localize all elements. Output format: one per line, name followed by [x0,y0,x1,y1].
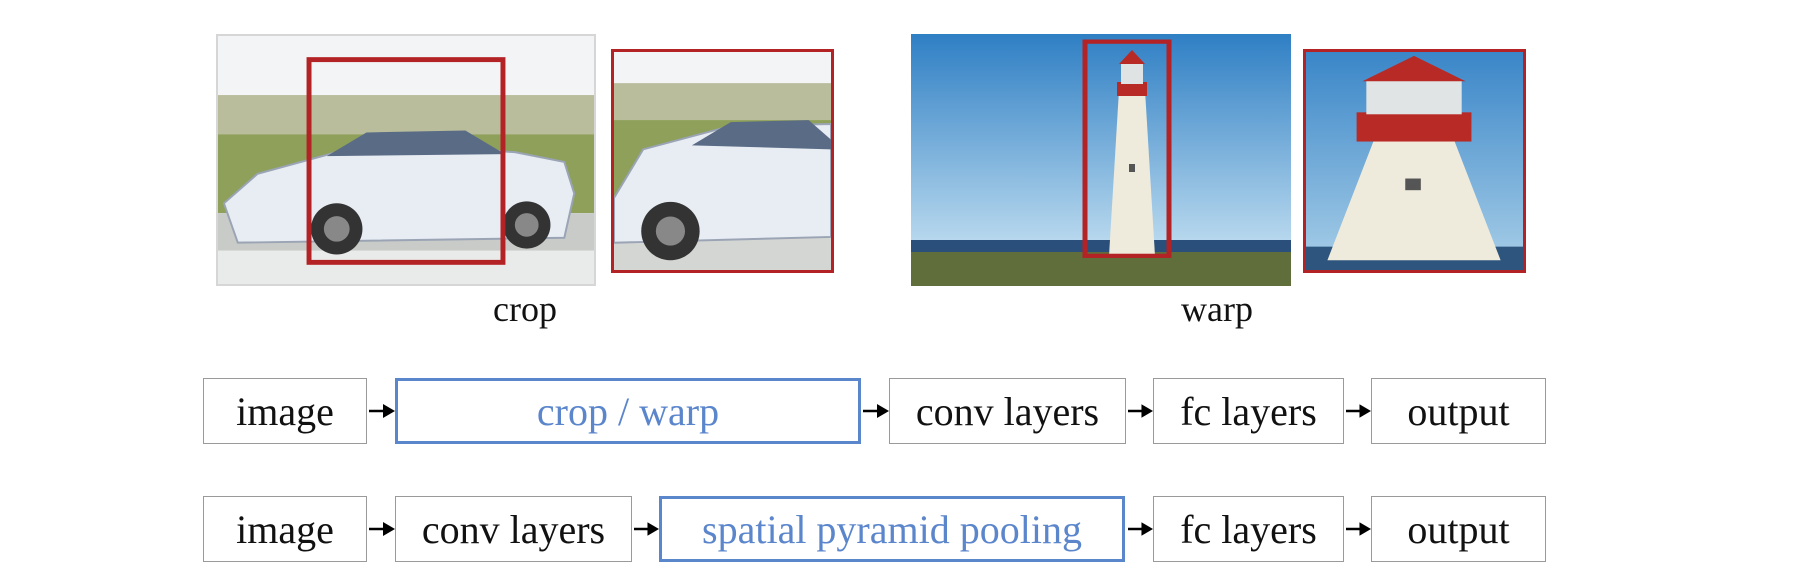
pipeline-bottom-box-image: image [203,496,367,562]
warp-caption: warp [1132,288,1302,330]
pipeline-top-box-crop-warp: crop / warp [395,378,861,444]
pipeline-top-box-conv-layers: conv layers [889,378,1126,444]
pipeline-top-box-image: image [203,378,367,444]
pipeline-bottom-box-output: output [1371,496,1546,562]
pipeline-top-box-fc-layers: fc layers [1153,378,1344,444]
arrow-icon [1128,402,1153,420]
arrow-icon [634,520,659,538]
car-crop-photo [611,49,834,273]
arrow-icon [1128,520,1153,538]
arrow-icon [1346,520,1371,538]
arrow-icon [369,402,395,420]
lighthouse-warp-photo [1303,49,1526,273]
arrow-icon [1346,402,1371,420]
lighthouse-photo [911,34,1291,286]
pipeline-top: image crop / warp conv layers fc layers … [203,378,1543,446]
pipeline-bottom-box-fc-layers: fc layers [1153,496,1344,562]
pipeline-bottom: image conv layers spatial pyramid poolin… [203,496,1543,564]
pipeline-bottom-box-spp: spatial pyramid pooling [659,496,1125,562]
pipeline-top-box-output: output [1371,378,1546,444]
car-photo [216,34,596,286]
arrow-icon [369,520,395,538]
arrow-icon [863,402,889,420]
pipeline-bottom-box-conv-layers: conv layers [395,496,632,562]
crop-caption: crop [440,288,610,330]
